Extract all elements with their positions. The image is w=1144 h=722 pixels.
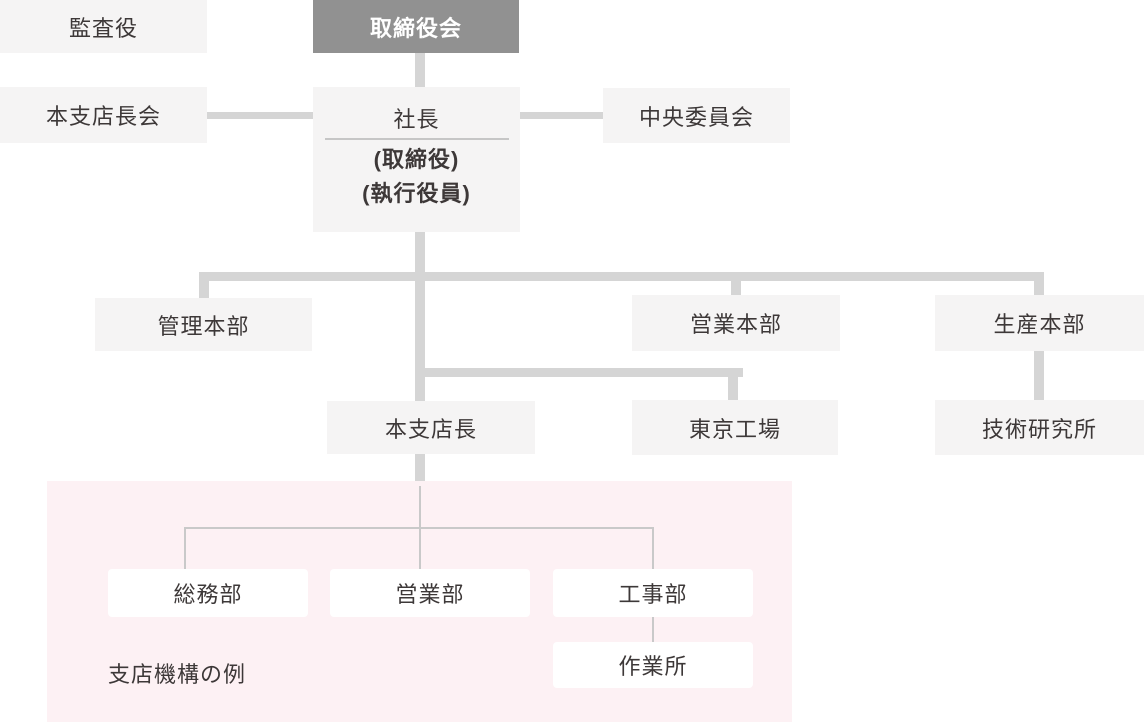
president-note-director: (取締役) — [373, 146, 460, 172]
connector-thin-construction-worksite — [652, 617, 654, 642]
node-sales-hq: 営業本部 — [632, 295, 840, 351]
connector-thin-stub-construction — [652, 527, 654, 569]
president-divider — [324, 138, 509, 140]
connector-president-committee — [520, 112, 603, 119]
connector-main-horizontal — [199, 272, 1044, 281]
connector-board-president — [415, 53, 425, 88]
node-tech-research-lab: 技術研究所 — [935, 400, 1144, 455]
node-sales-dept: 営業部 — [330, 569, 530, 617]
node-central-committee: 中央委員会 — [603, 88, 790, 143]
president-note-executive-officer: (執行役員) — [362, 180, 471, 206]
node-production-hq: 生産本部 — [935, 295, 1144, 351]
node-board-of-directors: 取締役会 — [313, 0, 519, 53]
branch-example-caption: 支店機構の例 — [108, 662, 247, 687]
connector-stub-admin-hq — [199, 281, 209, 298]
connector-branchmgr-down — [415, 454, 425, 486]
president-title: 社長 — [393, 107, 440, 132]
node-tokyo-factory: 東京工場 — [632, 400, 838, 455]
node-general-affairs-dept: 総務部 — [108, 569, 308, 617]
node-branch-managers-meeting: 本支店長会 — [0, 87, 207, 143]
connector-thin-stub-general-affairs — [184, 527, 186, 569]
node-branch-manager: 本支店長 — [327, 401, 535, 454]
node-president: 社長 (取締役) (執行役員) — [313, 87, 520, 232]
connector-meeting-president — [207, 112, 313, 119]
node-auditor: 監査役 — [0, 0, 207, 53]
node-admin-hq: 管理本部 — [95, 298, 312, 351]
connector-president-trunk — [415, 232, 425, 401]
connector-production-techlab — [1034, 351, 1044, 400]
connector-stub-production-hq — [1034, 281, 1044, 296]
connector-stub-sales-hq — [731, 281, 741, 295]
node-construction-dept: 工事部 — [553, 569, 753, 617]
connector-thin-horizontal — [185, 527, 653, 529]
connector-stub-tokyo-factory — [728, 377, 738, 400]
connector-branch-tokyo-horizontal — [420, 368, 743, 377]
node-work-site: 作業所 — [553, 642, 753, 688]
